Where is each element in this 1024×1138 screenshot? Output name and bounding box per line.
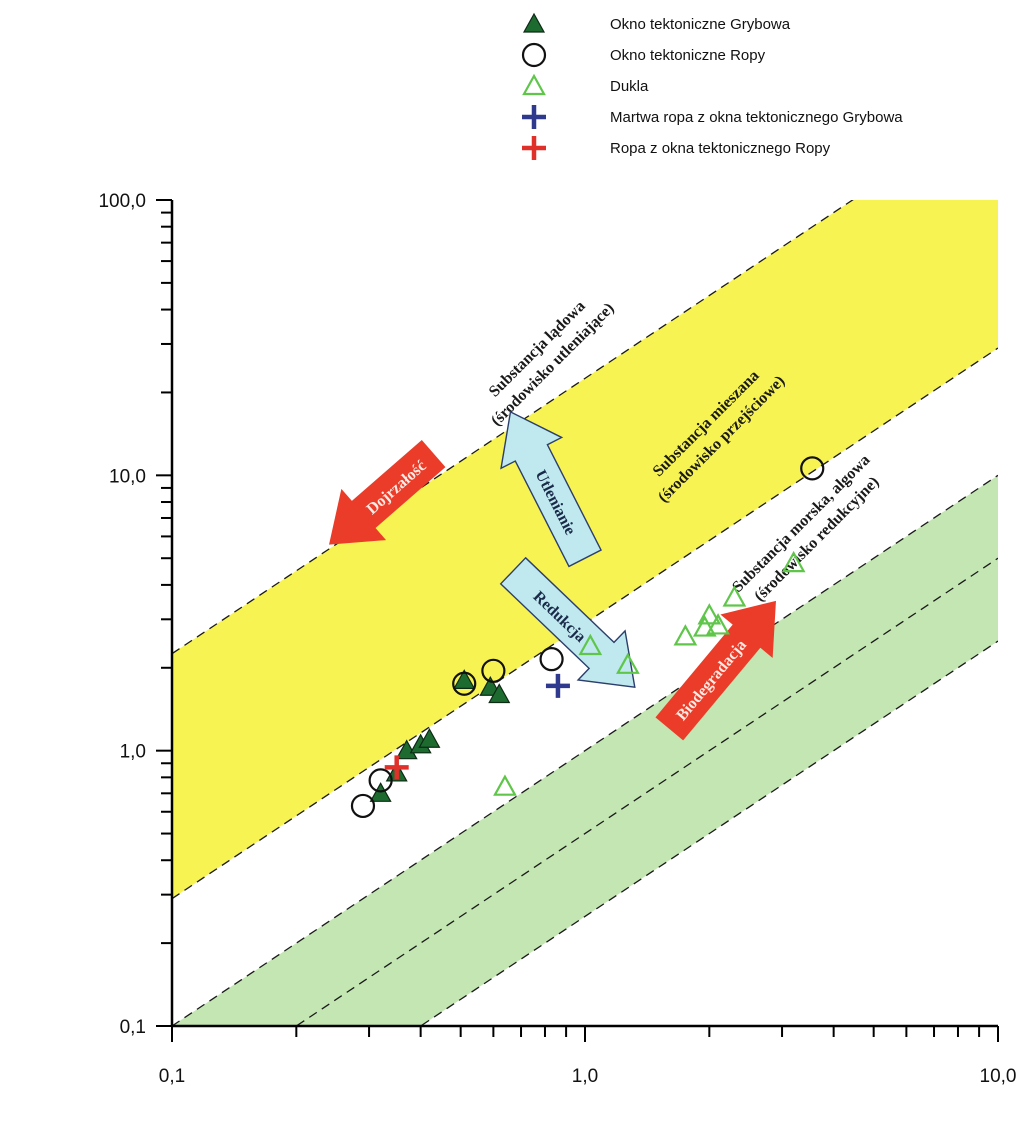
data-point <box>722 585 747 607</box>
series-2 <box>493 550 806 796</box>
x-tick-label: 10,0 <box>980 1066 1017 1087</box>
data-point <box>673 624 698 646</box>
data-point <box>545 673 570 698</box>
data-point <box>384 755 409 780</box>
legend-item: Martwa ropa z okna tektonicznego Grybowa <box>522 105 903 129</box>
data-point <box>800 456 825 481</box>
legend-label: Dukla <box>610 78 649 95</box>
reference-line-3 <box>295 557 998 1026</box>
data-point <box>616 652 640 674</box>
data-point <box>395 739 418 760</box>
axes: 0,1 1,0 10,0 0,1 1,0 10,0 100,0 <box>98 191 1016 1087</box>
legend-marker <box>522 136 546 160</box>
data-point <box>539 647 564 672</box>
data-points <box>350 456 825 819</box>
reference-line-2 <box>172 474 998 1026</box>
legend-item: Ropa z okna tektonicznego Ropy <box>522 136 831 160</box>
arrow-shape <box>500 410 602 568</box>
legend-label: Okno tektoniczne Grybowa <box>610 16 791 33</box>
legend-label: Martwa ropa z okna tektonicznego Grybowa <box>610 109 903 126</box>
data-point <box>453 669 476 689</box>
data-point <box>418 728 441 748</box>
y-tick-label: 0,1 <box>120 1017 146 1038</box>
series-1 <box>350 456 825 819</box>
arrow-shape <box>329 439 446 545</box>
data-point <box>706 613 730 635</box>
legend-label: Okno tektoniczne Ropy <box>610 47 766 64</box>
series-3 <box>545 673 570 698</box>
legend-item: Okno tektoniczne Ropy <box>521 42 766 68</box>
series-4 <box>384 755 409 780</box>
legend-item: Dukla <box>522 73 649 96</box>
legend-label: Ropa z okna tektonicznego Ropy <box>610 140 831 157</box>
reference-line-4 <box>419 640 998 1026</box>
data-point <box>488 683 511 704</box>
data-point <box>368 768 393 793</box>
data-point <box>697 603 722 625</box>
legend-marker <box>522 105 546 129</box>
data-point <box>452 671 477 696</box>
y-tick-label: 10,0 <box>109 466 146 487</box>
y-tick-label: 100,0 <box>98 191 146 212</box>
arrow-shape <box>655 600 776 741</box>
y-tick-label: 1,0 <box>120 742 146 763</box>
data-point <box>350 793 376 819</box>
data-point <box>781 550 806 573</box>
legend-item: Okno tektoniczne Grybowa <box>522 12 791 33</box>
legend-marker <box>522 73 546 96</box>
data-point <box>578 633 603 656</box>
data-point <box>692 615 717 637</box>
reference-line-0 <box>172 200 854 655</box>
data-point <box>493 774 517 796</box>
legend-marker <box>522 12 546 33</box>
legend-marker <box>521 42 547 68</box>
data-point <box>481 658 506 683</box>
x-tick-label: 0,1 <box>159 1066 185 1087</box>
x-tick-label: 1,0 <box>572 1066 598 1087</box>
